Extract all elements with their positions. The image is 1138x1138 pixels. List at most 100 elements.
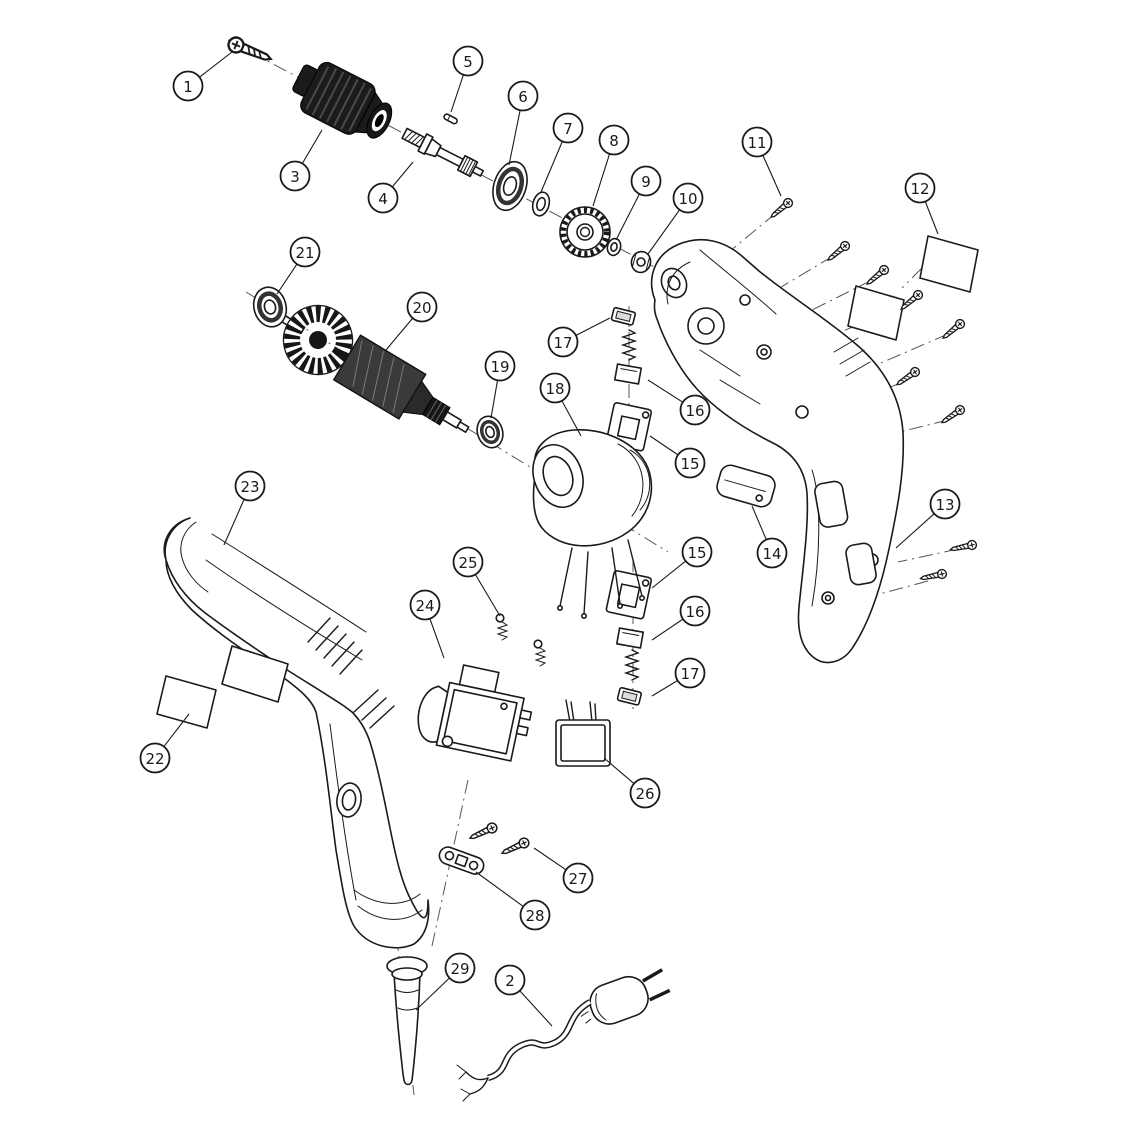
callout-5: 5 bbox=[450, 45, 484, 113]
housing-left-details bbox=[180, 521, 423, 920]
callout-13: 13 bbox=[895, 488, 961, 549]
housing-label-outline bbox=[847, 285, 905, 341]
svg-text:5: 5 bbox=[463, 53, 473, 71]
callout-17: 17 bbox=[651, 657, 706, 697]
callout-16: 16 bbox=[647, 379, 711, 426]
svg-text:1: 1 bbox=[183, 78, 193, 96]
svg-text:29: 29 bbox=[450, 960, 469, 978]
svg-text:19: 19 bbox=[490, 358, 509, 376]
callout-11: 11 bbox=[741, 126, 782, 197]
callout-27: 27 bbox=[533, 847, 594, 894]
svg-text:8: 8 bbox=[609, 132, 619, 150]
callout-3: 3 bbox=[279, 129, 323, 192]
callout-15: 15 bbox=[651, 536, 713, 589]
callout-18: 18 bbox=[539, 372, 582, 437]
svg-text:20: 20 bbox=[412, 299, 431, 317]
svg-text:13: 13 bbox=[935, 496, 954, 514]
trigger-switch bbox=[417, 664, 533, 762]
drill-chuck bbox=[292, 61, 393, 139]
housing-left-half bbox=[163, 517, 430, 949]
cord-sleeve bbox=[386, 956, 428, 1086]
callout-14: 14 bbox=[751, 505, 788, 569]
callout-25: 25 bbox=[452, 546, 501, 617]
rear-bearing bbox=[476, 415, 504, 449]
svg-text:21: 21 bbox=[295, 244, 314, 262]
callout-26: 26 bbox=[603, 757, 661, 809]
brush-cap-top bbox=[610, 306, 637, 326]
spur-gear bbox=[559, 206, 611, 258]
callout-20: 20 bbox=[385, 291, 438, 351]
callouts-layer: 1345678910111221201716151819131423222425… bbox=[139, 45, 961, 1027]
callout-4: 4 bbox=[367, 161, 414, 214]
svg-text:12: 12 bbox=[910, 180, 929, 198]
svg-text:24: 24 bbox=[415, 597, 434, 615]
svg-text:4: 4 bbox=[378, 190, 388, 208]
svg-text:15: 15 bbox=[687, 544, 706, 562]
svg-text:3: 3 bbox=[290, 168, 300, 186]
brush-cover bbox=[716, 464, 776, 508]
stator bbox=[532, 429, 653, 619]
callout-7: 7 bbox=[540, 112, 584, 193]
callout-22: 22 bbox=[139, 713, 190, 774]
svg-text:28: 28 bbox=[525, 907, 544, 925]
svg-text:11: 11 bbox=[747, 134, 766, 152]
svg-text:23: 23 bbox=[240, 478, 259, 496]
label-sticker bbox=[919, 235, 979, 293]
fan-side-bearing bbox=[252, 286, 288, 328]
brush-spring-bottom bbox=[623, 649, 641, 681]
housing-right-half bbox=[650, 238, 905, 664]
terminal-screws bbox=[495, 613, 547, 667]
callout-16: 16 bbox=[651, 595, 711, 641]
svg-text:9: 9 bbox=[641, 173, 651, 191]
brush-holder-bottom bbox=[605, 570, 653, 620]
callout-15: 15 bbox=[649, 435, 706, 479]
callout-29: 29 bbox=[415, 952, 476, 1011]
power-cord bbox=[456, 968, 671, 1102]
callout-10: 10 bbox=[647, 182, 704, 255]
spindle-shaft bbox=[401, 127, 485, 178]
callout-19: 19 bbox=[484, 350, 516, 419]
housing-right-details bbox=[660, 249, 879, 607]
svg-text:17: 17 bbox=[553, 334, 572, 352]
svg-text:15: 15 bbox=[680, 455, 699, 473]
brush-spring-top bbox=[620, 329, 638, 361]
key-pin bbox=[443, 113, 458, 125]
screw-1 bbox=[225, 34, 275, 68]
carbon-brush-top bbox=[613, 363, 643, 385]
callout-17: 17 bbox=[547, 317, 611, 358]
cord-clamp bbox=[438, 846, 485, 875]
front-bearing bbox=[492, 160, 528, 212]
carbon-brush-bottom bbox=[615, 627, 645, 649]
svg-text:10: 10 bbox=[678, 190, 697, 208]
svg-text:6: 6 bbox=[518, 88, 528, 106]
svg-text:18: 18 bbox=[545, 380, 564, 398]
callout-24: 24 bbox=[409, 589, 445, 659]
svg-text:26: 26 bbox=[635, 785, 654, 803]
rating-label bbox=[156, 675, 217, 729]
callout-6: 6 bbox=[507, 80, 539, 166]
svg-text:16: 16 bbox=[685, 603, 704, 621]
svg-text:27: 27 bbox=[568, 870, 587, 888]
svg-text:25: 25 bbox=[458, 554, 477, 572]
svg-text:16: 16 bbox=[685, 402, 704, 420]
callout-1: 1 bbox=[172, 51, 233, 102]
svg-text:7: 7 bbox=[563, 120, 573, 138]
svg-text:14: 14 bbox=[762, 545, 781, 563]
svg-text:22: 22 bbox=[145, 750, 164, 768]
callout-28: 28 bbox=[475, 871, 551, 931]
callout-8: 8 bbox=[592, 124, 630, 207]
clamp-screws bbox=[467, 820, 532, 859]
callout-12: 12 bbox=[904, 172, 939, 235]
callout-2: 2 bbox=[494, 964, 553, 1027]
svg-text:17: 17 bbox=[680, 665, 699, 683]
capacitor bbox=[555, 699, 611, 767]
callout-21: 21 bbox=[276, 236, 321, 295]
callout-9: 9 bbox=[615, 165, 662, 241]
callout-23: 23 bbox=[223, 470, 266, 546]
svg-text:2: 2 bbox=[505, 972, 515, 990]
washer bbox=[531, 191, 551, 217]
armature bbox=[274, 304, 470, 433]
nameplate-recess bbox=[221, 645, 289, 703]
lock-nut bbox=[630, 250, 652, 274]
